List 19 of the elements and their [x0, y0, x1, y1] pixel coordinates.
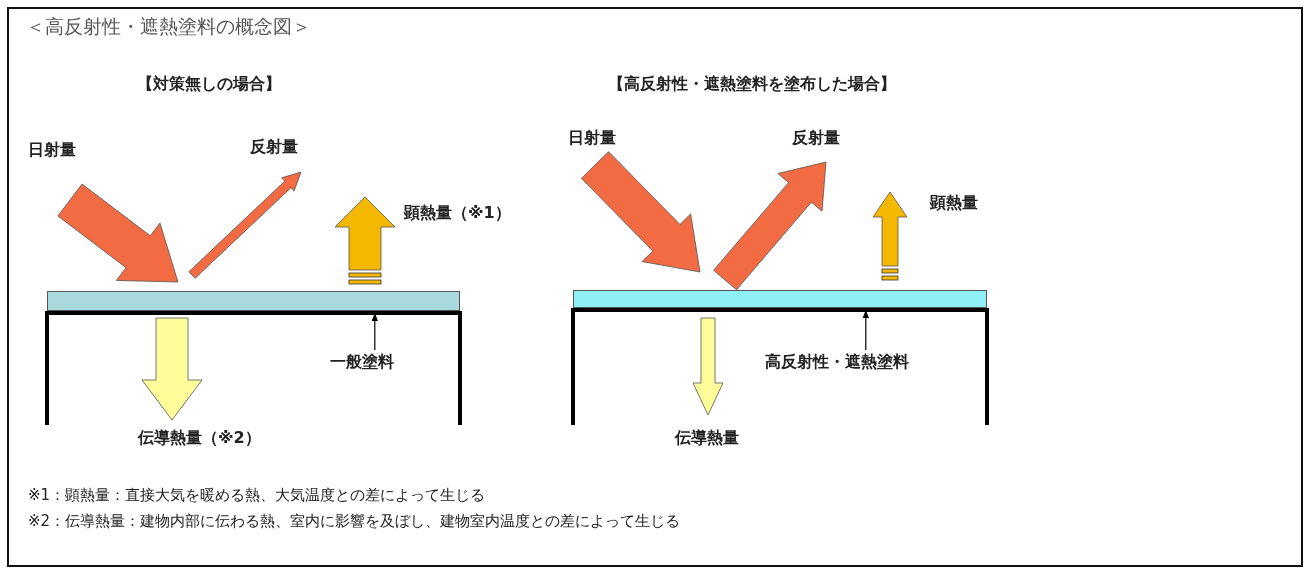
flow-label: 日射量	[568, 128, 616, 149]
footnote: ※2：伝導熱量：建物内部に伝わる熱、室内に影響を及ぼし、建物室内温度との差によって生じる	[28, 512, 681, 531]
footnote: ※1：顕熱量：直接大気を暖める熱、大気温度との差によって生じる	[28, 486, 486, 505]
material-label: 一般塗料	[330, 352, 394, 373]
diagram-title: ＜高反射性・遮熱塗料の概念図＞	[26, 14, 311, 39]
panel-heading: 【高反射性・遮熱塗料を塗布した場合】	[608, 74, 896, 95]
coating-layer	[573, 290, 987, 308]
flow-label: 日射量	[28, 140, 76, 161]
material-label: 高反射性・遮熱塗料	[765, 352, 909, 373]
flow-label: 伝導熱量（※2）	[138, 428, 261, 449]
flow-label: 反射量	[792, 128, 840, 149]
leader-line	[862, 309, 870, 351]
flow-label: 反射量	[250, 137, 298, 158]
leader-line	[371, 312, 379, 351]
coating-layer	[47, 291, 460, 311]
flow-label: 顕熱量（※1）	[404, 203, 511, 224]
panel-heading: 【対策無しの場合】	[137, 74, 281, 95]
flow-label: 顕熱量	[930, 193, 978, 214]
flow-label: 伝導熱量	[675, 428, 739, 449]
